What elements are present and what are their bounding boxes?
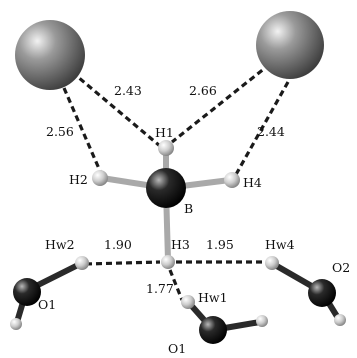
atom-label-h2: H2 <box>69 172 88 187</box>
hbond-m1-h1 <box>70 70 162 148</box>
distance-label-h3-hw2: 1.90 <box>104 237 132 252</box>
boron-atom <box>146 168 186 208</box>
hydrogen-atom-right-water <box>334 314 346 326</box>
atom-label-hw4: Hw4 <box>265 237 295 252</box>
atom-label-h4: H4 <box>243 175 262 190</box>
hydrogen-atom-bottom-water <box>256 315 268 327</box>
distance-label-h3-hw4: 1.95 <box>206 237 234 252</box>
atom-label-o2: O2 <box>332 260 350 275</box>
hydrogen-atom-h1 <box>158 140 174 156</box>
distance-label-m1-h1: 2.43 <box>114 83 142 98</box>
metal-atom-left <box>15 20 85 90</box>
atom-label-hw2: Hw2 <box>45 237 75 252</box>
hydrogen-atom-h3 <box>161 255 175 269</box>
oxygen-atom-bottom <box>199 316 227 344</box>
hydrogen-atom-hw4 <box>265 256 279 270</box>
atom-label-hw1: Hw1 <box>198 290 228 305</box>
hbond-h3-hw2 <box>85 260 161 266</box>
hydrogen-atom-hw1 <box>181 295 195 309</box>
oxygen-atom-left <box>13 278 41 306</box>
distance-labels: 2.43 2.56 2.66 2.44 1.90 1.95 1.77 <box>46 83 285 296</box>
metal-atom-right <box>256 11 324 79</box>
hydrogen-atom-h2 <box>92 170 108 186</box>
hydrogen-atom-h4 <box>224 172 240 188</box>
distance-label-h3-hw1: 1.77 <box>146 281 174 296</box>
hbond-m1-h2 <box>62 87 102 172</box>
distance-label-m2-h4: 2.44 <box>257 124 285 139</box>
atom-label-h1: H1 <box>155 125 174 140</box>
atom-label-b: B <box>184 201 193 216</box>
hbond-m2-h1 <box>171 62 271 144</box>
distance-label-m2-h1: 2.66 <box>189 83 217 98</box>
hydrogen-bonds <box>62 62 290 301</box>
atom-labels: H1 H2 H4 B H3 Hw2 Hw4 Hw1 O1 O1 O2 <box>38 125 350 356</box>
distance-label-m1-h2: 2.56 <box>46 124 74 139</box>
hydrogen-atom-left-water <box>10 318 22 330</box>
atom-label-o1-bottom: O1 <box>168 341 186 356</box>
oxygen-atom-o2 <box>308 279 336 307</box>
hbond-m2-h4 <box>232 81 290 179</box>
atoms <box>10 11 346 344</box>
hydrogen-atom-hw2 <box>75 256 89 270</box>
atom-label-o1-left: O1 <box>38 297 56 312</box>
atom-label-h3: H3 <box>171 237 190 252</box>
hbond-h3-hw1 <box>168 269 184 301</box>
